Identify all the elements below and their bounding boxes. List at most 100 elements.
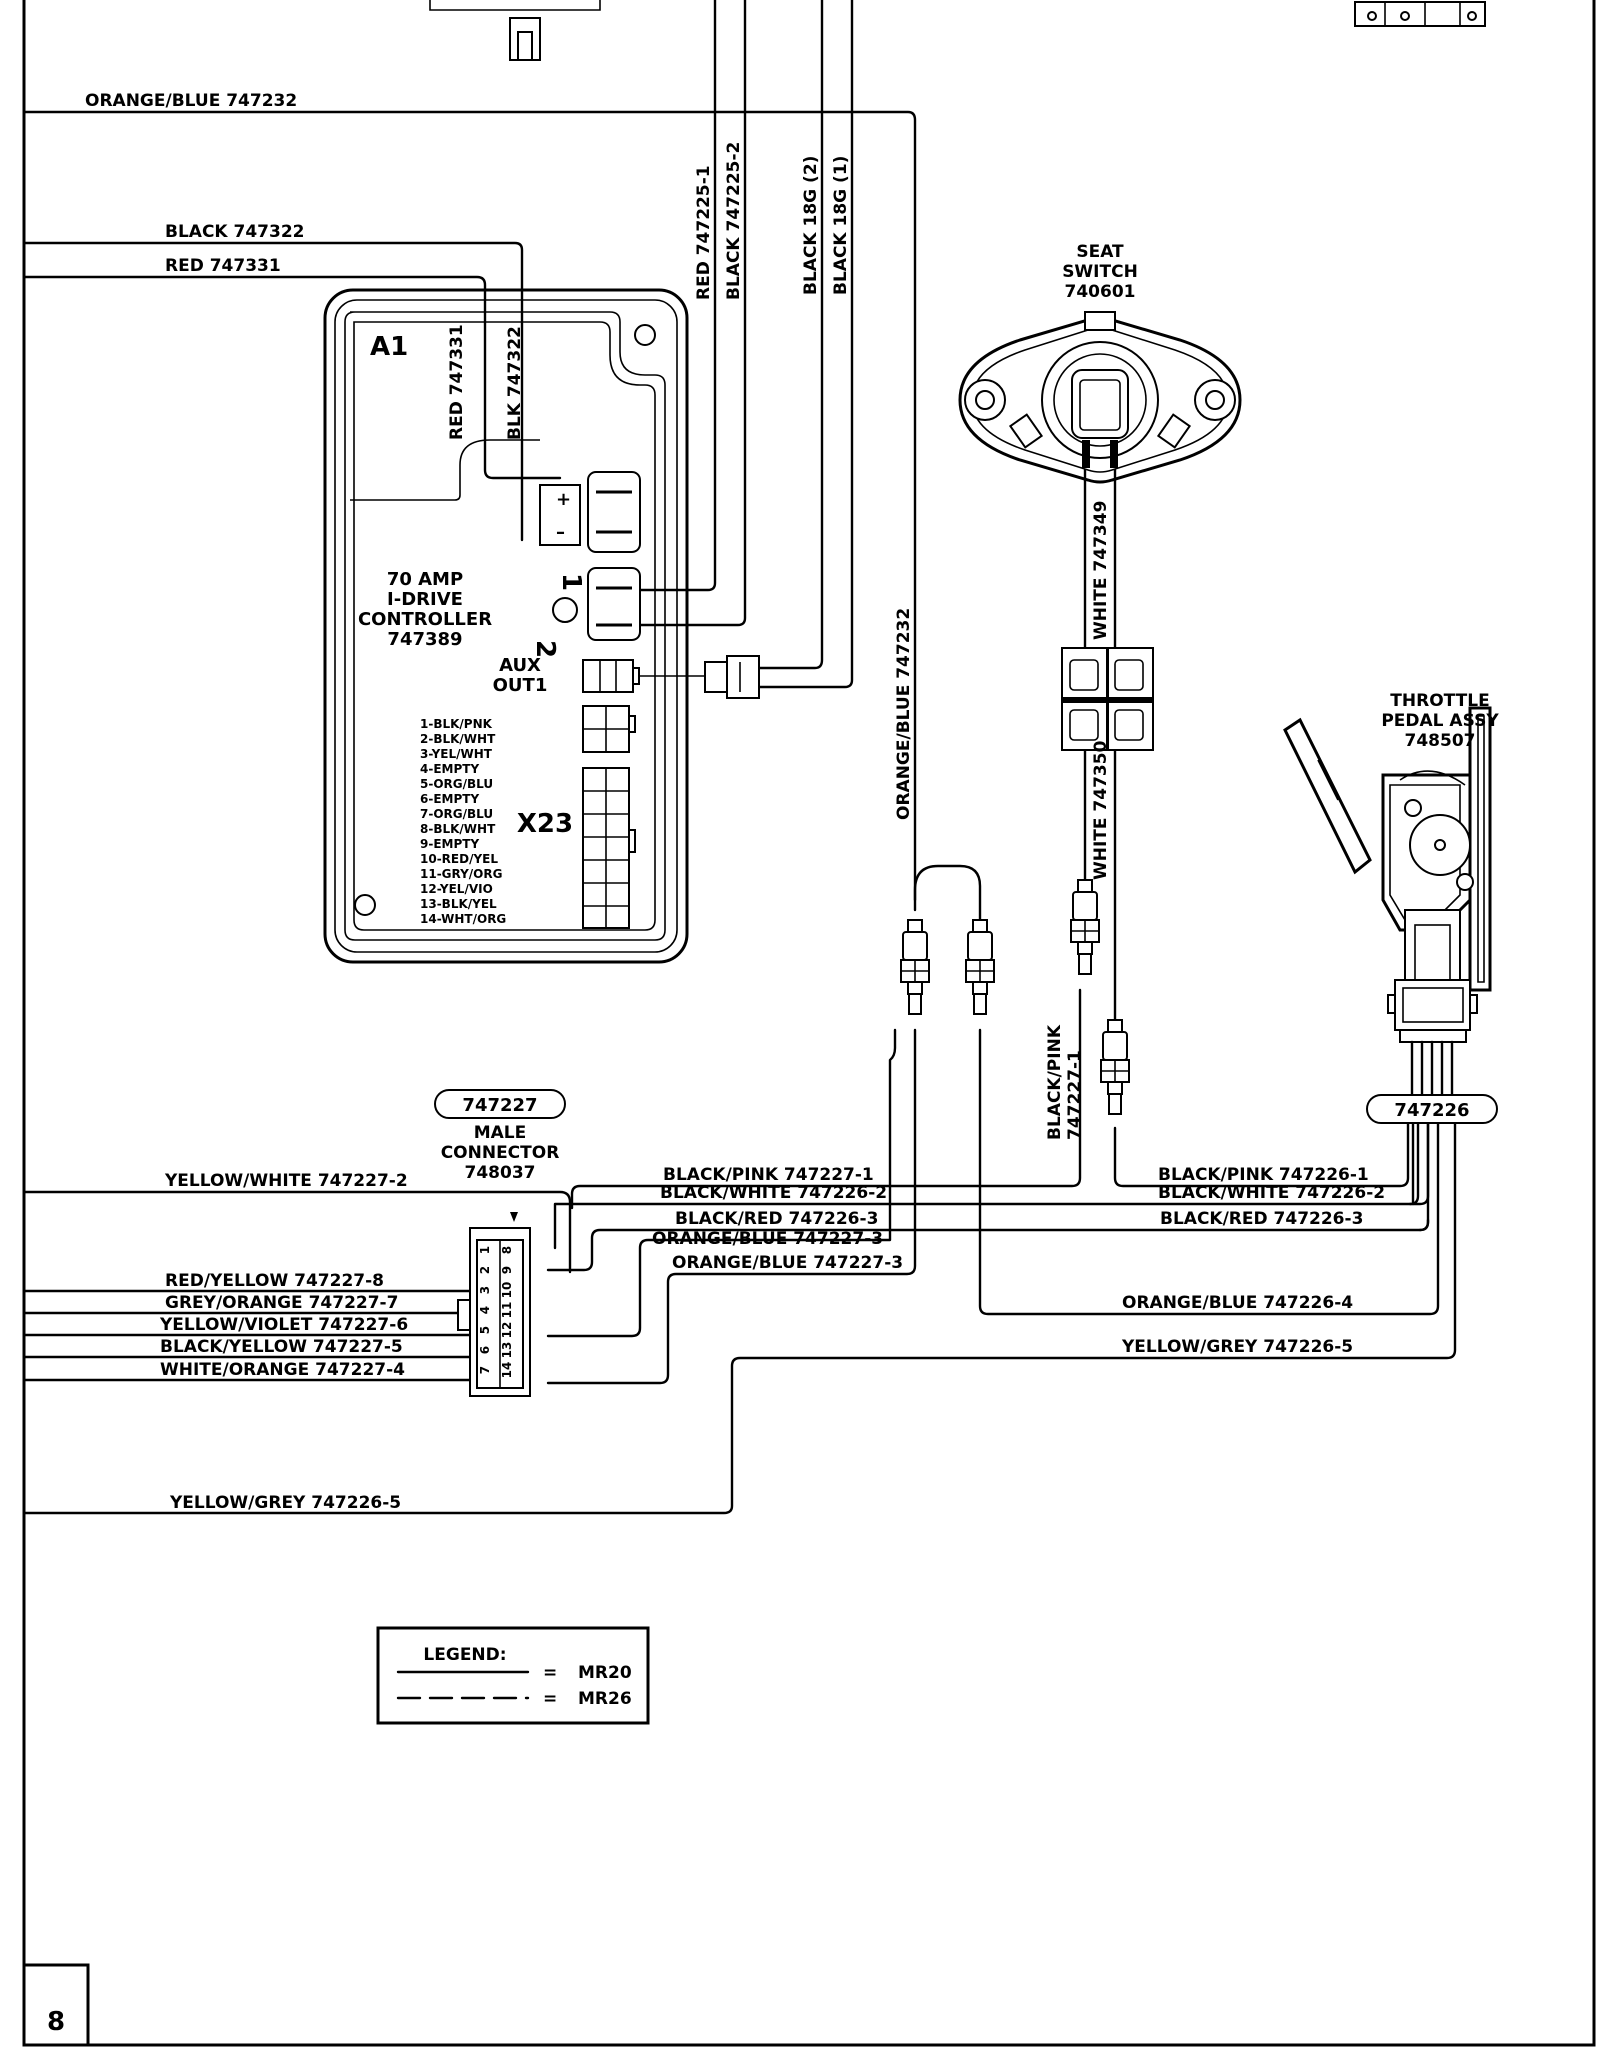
male-connector-pin: 11	[500, 1302, 514, 1319]
controller-ref: A1	[370, 332, 408, 362]
controller-a1: +–	[323, 288, 689, 964]
wire-label: BLACK/RED 747226-3	[1160, 1209, 1363, 1229]
wire-orange-blue-loop	[913, 864, 982, 922]
inline-bullet-connector	[900, 919, 930, 1015]
male-connector-pin: 2	[478, 1266, 492, 1274]
wire-label: BLACK/RED 747226-3	[675, 1209, 878, 1229]
male-connector-pin: 7	[478, 1366, 492, 1374]
wire-label-vertical: BLACK/PINK	[1045, 1024, 1065, 1140]
inline-connectors	[900, 879, 1130, 1115]
harness-tag-747226-text: 747226	[1394, 1100, 1469, 1121]
controller-line1: 70 AMP	[387, 569, 463, 590]
male-connector-pin: 9	[500, 1266, 514, 1274]
throttle-pedal-assembly	[1283, 706, 1492, 1102]
male-connector-pin: 4	[478, 1306, 492, 1314]
page-number-box	[22, 1963, 90, 2047]
wire-label-vertical: BLACK 747225-2	[724, 142, 744, 300]
wire-label: ORANGE/BLUE 747227-3	[672, 1253, 903, 1273]
male-connector-pin: 1	[478, 1246, 492, 1254]
ctrl-black-label: BLK 747322	[505, 326, 525, 440]
male-connector-line1: MALE	[474, 1123, 527, 1143]
male-connector-pin: 14	[500, 1362, 514, 1379]
wire-label: BLACK/PINK 747227-1	[663, 1165, 874, 1185]
wire-label-vertical: 747227-1	[1065, 1050, 1085, 1140]
wire-red-747331	[22, 275, 562, 480]
x23-pin-label: 5-ORG/BLU	[420, 777, 493, 791]
male-connector-pin: 13	[500, 1342, 514, 1359]
wire-red-747225-1	[630, 0, 717, 592]
wire-label: ORANGE/BLUE 747227-3	[652, 1229, 883, 1249]
terminal-1-label: 1	[556, 573, 586, 591]
aux-label-1: AUX	[499, 655, 541, 676]
wire-label: BLACK 747322	[165, 222, 305, 242]
seat-switch	[958, 311, 1242, 484]
male-connector-14pin	[457, 1212, 531, 1397]
inline-bullet-connector	[1100, 1019, 1130, 1115]
wire-black-red-747226-3b	[1418, 1108, 1430, 1232]
wire-label: RED/YELLOW 747227-8	[165, 1271, 384, 1291]
harness-tag-747227	[434, 1089, 566, 1119]
wire-orange-blue-747232	[22, 110, 917, 902]
harness-tag-747227-text: 747227	[462, 1095, 537, 1116]
controller-line2: I-DRIVE	[387, 589, 463, 610]
wire-label: YELLOW/GREY 747226-5	[169, 1493, 401, 1513]
throttle-line1: THROTTLE	[1390, 691, 1489, 711]
wire-label: GREY/ORANGE 747227-7	[165, 1293, 398, 1313]
wire-label: ORANGE/BLUE 747226-4	[1122, 1293, 1353, 1313]
wire-black-747225-2	[630, 0, 747, 627]
x23-pin-label: 10-RED/YEL	[420, 852, 498, 866]
male-connector-pin: 10	[500, 1282, 514, 1299]
legend-dashed-eq: =	[543, 1689, 557, 1709]
x23-pin-label: 4-EMPTY	[420, 762, 479, 776]
wire-label: YELLOW/WHITE 747227-2	[164, 1171, 408, 1191]
x23-pin-label: 14-WHT/ORG	[420, 912, 506, 926]
page-border	[22, 0, 1596, 2047]
male-connector-pin: 6	[478, 1346, 492, 1354]
throttle-line2: PEDAL ASSY	[1381, 711, 1499, 731]
wire-label: RED 747331	[165, 256, 281, 276]
seat-switch-inline-connector	[1061, 647, 1154, 751]
wire-label: YELLOW/VIOLET 747227-6	[159, 1315, 408, 1335]
wire-black-18g-2	[753, 0, 824, 670]
x23-pin-label: 6-EMPTY	[420, 792, 479, 806]
wire-label-vertical: WHITE 747350	[1091, 740, 1111, 880]
wire-black-18g-1	[753, 0, 854, 689]
male-connector-pin: 12	[500, 1322, 514, 1339]
male-connector-pin: 3	[478, 1286, 492, 1294]
x23-pin-list: 1-BLK/PNK2-BLK/WHT3-YEL/WHT4-EMPTY5-ORG/…	[420, 717, 506, 926]
wire-orange-blue-747227-3a	[546, 1028, 897, 1338]
aux-out-mating-connector	[704, 655, 760, 699]
harness-tag-747226	[1366, 1094, 1498, 1124]
svg-text:+: +	[556, 489, 571, 510]
x23-pin-label: 8-BLK/WHT	[420, 822, 496, 836]
top-right-terminal-fragment	[1354, 1, 1486, 27]
legend-title: LEGEND:	[423, 1645, 506, 1665]
wire-label: BLACK/WHITE 747226-2	[660, 1183, 887, 1203]
male-connector-pin: 5	[478, 1326, 492, 1334]
top-connector-fragment	[429, 0, 601, 61]
wire-label: BLACK/WHITE 747226-2	[1158, 1183, 1385, 1203]
wire-label-vertical: BLACK 18G (2)	[801, 156, 821, 295]
wire-yellow-white-747227-2	[22, 1190, 572, 1274]
svg-text:–: –	[556, 522, 565, 543]
male-connector-line3: 748037	[465, 1163, 536, 1183]
wire-label: ORANGE/BLUE 747232	[85, 91, 297, 111]
x23-pin-label: 3-YEL/WHT	[420, 747, 493, 761]
x23-pin-label: 2-BLK/WHT	[420, 732, 496, 746]
seat-switch-line1: SEAT	[1076, 242, 1124, 262]
legend-box	[376, 1626, 650, 1725]
inline-bullet-connector	[1070, 879, 1100, 975]
x23-pin-label: 9-EMPTY	[420, 837, 479, 851]
x23-pin-label: 1-BLK/PNK	[420, 717, 493, 731]
wire-label-vertical: BLACK 18G (1)	[831, 156, 851, 295]
x23-pin-label: 13-BLK/YEL	[420, 897, 497, 911]
controller-line4: 747389	[387, 629, 462, 650]
seat-switch-line3: 740601	[1065, 282, 1136, 302]
wire-label-vertical: ORANGE/BLUE 747232	[894, 608, 914, 820]
wire-label-vertical: RED 747225-1	[694, 165, 714, 300]
wire-orange-blue-747226-4	[978, 1028, 1440, 1316]
x23-pin-label: 12-YEL/VIO	[420, 882, 493, 896]
